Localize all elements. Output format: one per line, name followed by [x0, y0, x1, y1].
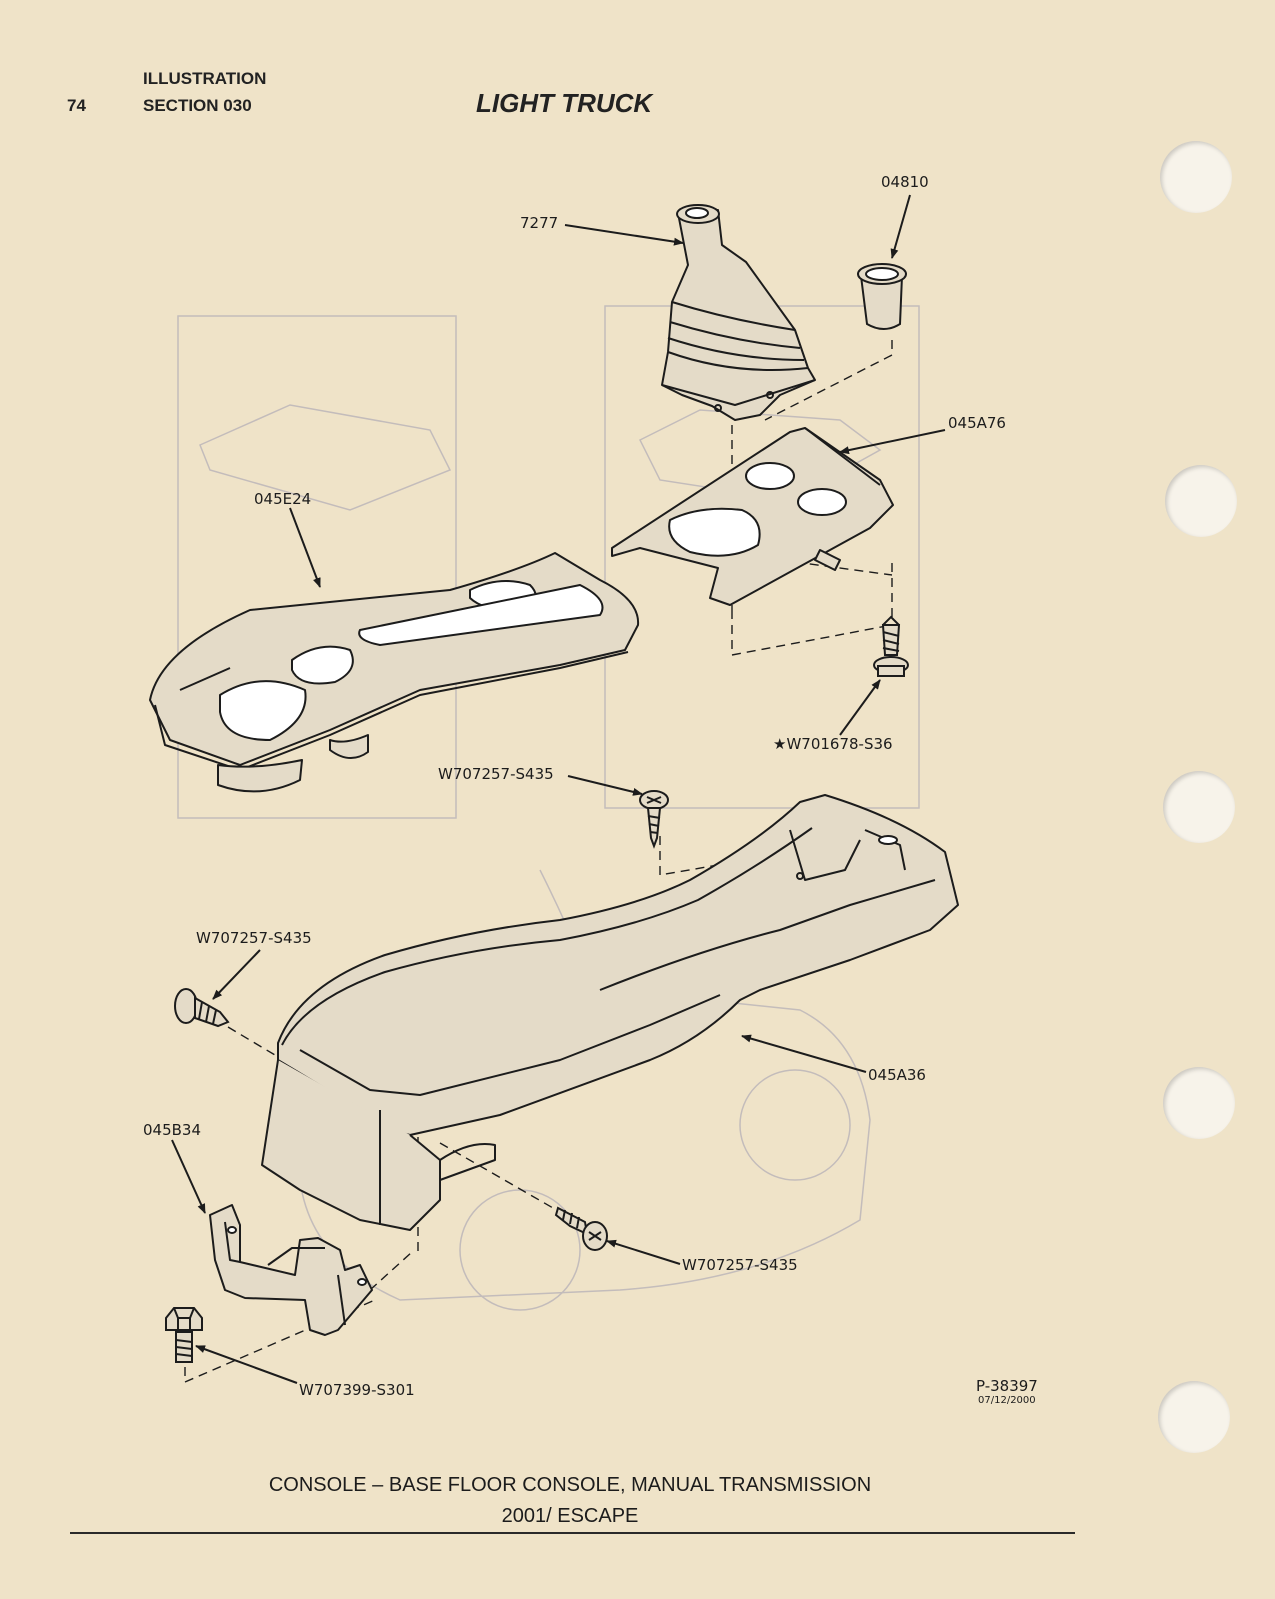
top-panel-045E24	[149, 552, 640, 793]
part-label-7277: 7277	[520, 214, 559, 232]
caption-title: CONSOLE – BASE FLOOR CONSOLE, MANUAL TRA…	[268, 1474, 872, 1496]
leader-lines	[171, 194, 946, 1384]
console-screw-rear	[554, 1206, 608, 1251]
rear-bracket-045B34	[209, 1204, 373, 1336]
part-label-console-screw-left: W707257-S435	[196, 929, 312, 947]
part-label-045B34: 045B34	[143, 1121, 202, 1139]
console-body-045A36	[261, 794, 959, 1231]
binder-hole	[1163, 1067, 1235, 1139]
drawing-date: 07/12/2000	[978, 1395, 1036, 1406]
section-label: SECTION 030	[143, 96, 252, 115]
shift-boot-7277	[661, 204, 816, 421]
caption-subtitle: 2001/ ESCAPE	[501, 1505, 639, 1527]
binder-hole	[1158, 1381, 1230, 1453]
cup-insert-04810	[857, 263, 907, 330]
part-label-045A36: 045A36	[868, 1066, 926, 1084]
part-label-045A76: 045A76	[948, 414, 1006, 432]
bezel-screw	[873, 615, 909, 677]
part-label-045E24: 045E24	[254, 490, 312, 508]
console-screw-left	[174, 988, 230, 1028]
binder-hole	[1163, 771, 1235, 843]
part-label-console-screw-rear: W707257-S435	[682, 1256, 798, 1274]
footer-rule	[70, 1532, 1075, 1534]
binder-hole	[1160, 141, 1232, 213]
part-label-console-screw-top: W707257-S435	[438, 765, 554, 783]
drawing-code: P-38397	[976, 1377, 1038, 1395]
shifter-bezel-045A76	[611, 427, 894, 606]
part-label-bezel-screw: ★W701678-S36	[773, 735, 893, 753]
bracket-bolt	[165, 1307, 203, 1363]
part-label-bracket-bolt: W707399-S301	[299, 1381, 415, 1399]
part-label-04810: 04810	[881, 173, 929, 191]
console-screw-top	[639, 790, 669, 849]
binder-hole	[1165, 465, 1237, 537]
page-number: 74	[67, 96, 86, 115]
illustration-label: ILLUSTRATION	[143, 69, 267, 88]
page-title: LIGHT TRUCK	[476, 88, 653, 118]
